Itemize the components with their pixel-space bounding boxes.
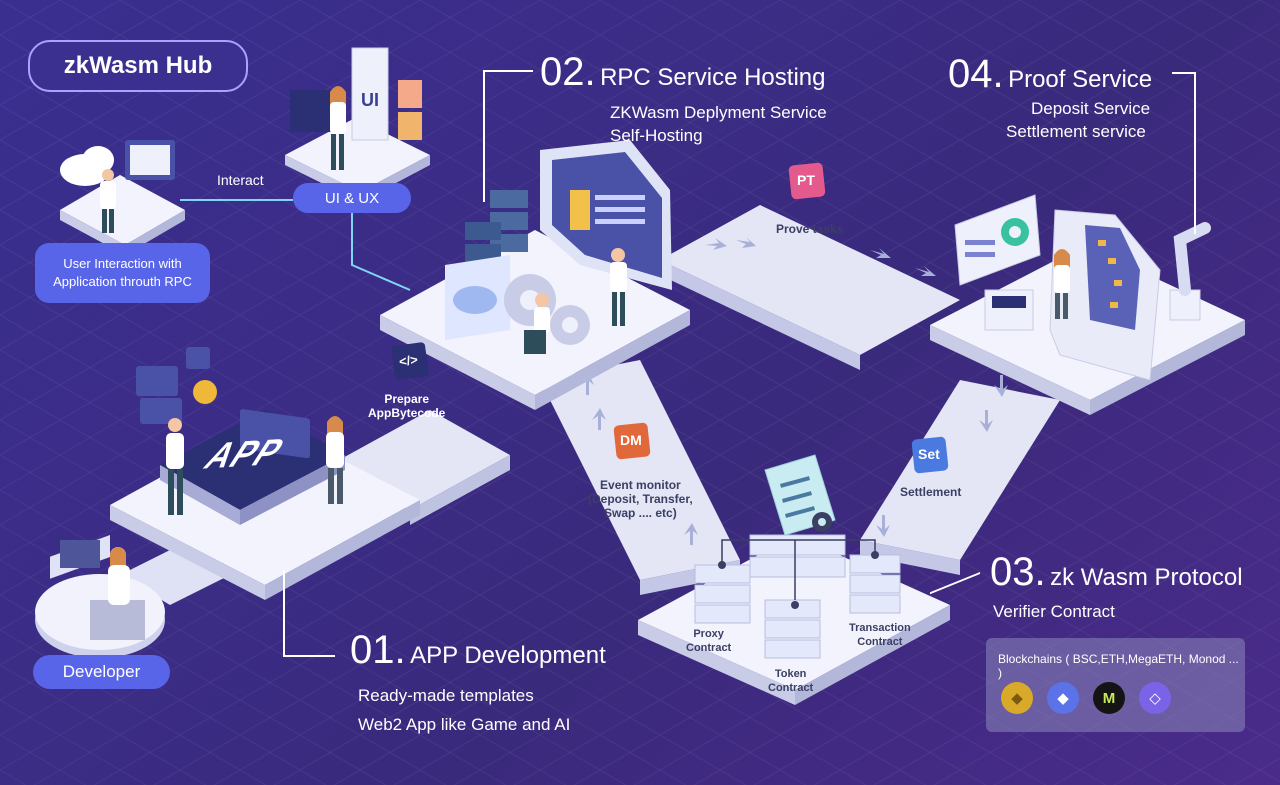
token-line1: Token bbox=[774, 668, 807, 680]
section-01-line2: Web2 App like Game and AI bbox=[358, 715, 571, 734]
prove-tile bbox=[788, 162, 826, 200]
proof-platform bbox=[930, 194, 1245, 415]
prepare-line2: AppBytecode bbox=[368, 406, 446, 420]
section-02-title: RPC Service Hosting bbox=[600, 64, 826, 91]
blockchains-box: Blockchains ( BSC,ETH,MegaETH, Monod ...… bbox=[986, 638, 1245, 732]
section-03-number: 03. bbox=[990, 550, 1046, 594]
section-04-line1: Deposit Service bbox=[1031, 99, 1151, 118]
hub-title-pill: zkWasm Hub bbox=[28, 40, 248, 92]
uiux-connector bbox=[351, 212, 411, 291]
event-line2: (Deposit, Transfer, bbox=[588, 492, 693, 506]
transaction-contract-label: Transaction Contract bbox=[849, 621, 911, 649]
proxy-line2: Contract bbox=[686, 642, 732, 654]
blockchains-title: Blockchains ( BSC,ETH,MegaETH, Monod ...… bbox=[998, 652, 1239, 680]
section-03-title: zk Wasm Protocol bbox=[1050, 564, 1243, 591]
interact-label: Interact bbox=[217, 172, 264, 188]
event-monitor-label: Event monitor (Deposit, Transfer, Swap .… bbox=[588, 478, 693, 520]
section-04-line2: Settlement service bbox=[1006, 122, 1146, 141]
developer-platform bbox=[35, 534, 165, 658]
section-01-heading: 01. APP Development bbox=[350, 628, 606, 673]
section-01-number: 01. bbox=[350, 628, 406, 672]
event-line1: Event monitor bbox=[600, 478, 681, 492]
ui-board-text: UI bbox=[361, 90, 379, 110]
token-contract-label: Token Contract bbox=[768, 667, 813, 695]
proxy-line1: Proxy bbox=[693, 628, 724, 640]
prepare-tile bbox=[391, 342, 429, 380]
eth-icon: ◆ bbox=[1047, 682, 1079, 714]
flow-arrows bbox=[580, 237, 1008, 545]
hub-title: zkWasm Hub bbox=[63, 52, 213, 79]
token-line2: Contract bbox=[768, 682, 814, 694]
transaction-line2: Contract bbox=[857, 636, 903, 648]
event-monitor-icon: DM bbox=[620, 432, 642, 448]
app-platform bbox=[110, 347, 420, 600]
user-interaction-line2: Application throuth RPC bbox=[53, 274, 192, 289]
prepare-line1: Prepare bbox=[384, 392, 430, 406]
road-rpc-to-proof bbox=[660, 205, 960, 370]
user-interaction-pill: User Interaction with Application throut… bbox=[35, 243, 210, 303]
section-02-line1: ZKWasm Deplyment Service bbox=[610, 103, 827, 122]
prepare-label: Prepare AppBytecode bbox=[368, 392, 445, 420]
event-line3: Swap .... etc) bbox=[604, 506, 677, 520]
section-04-title: Proof Service bbox=[1008, 66, 1153, 93]
section-04-number: 04. bbox=[948, 52, 1004, 96]
section-02-number: 02. bbox=[540, 50, 596, 94]
section-03-line1: Verifier Contract bbox=[993, 602, 1115, 621]
section-02-bracket bbox=[483, 70, 533, 202]
event-tile bbox=[613, 422, 651, 460]
settlement-label: Settlement bbox=[900, 485, 962, 499]
section-02-line2: Self-Hosting bbox=[610, 126, 703, 145]
prepare-code-icon: </> bbox=[398, 351, 419, 370]
rpc-platform bbox=[380, 140, 690, 410]
section-02-heading: 02. RPC Service Hosting bbox=[540, 50, 825, 95]
developer-label: Developer bbox=[62, 662, 141, 681]
settlement-tile bbox=[911, 436, 949, 474]
settlement-icon: Set bbox=[918, 446, 940, 462]
road-proof-to-protocol bbox=[860, 380, 1060, 575]
section-01-line1: Ready-made templates bbox=[358, 686, 534, 705]
user-interaction-line1: User Interaction with bbox=[63, 256, 182, 271]
uiux-label: UI & UX bbox=[324, 189, 380, 207]
monad-icon: ◇ bbox=[1139, 682, 1171, 714]
developer-pill: Developer bbox=[33, 655, 170, 689]
prove-tasks-icon: PT bbox=[797, 172, 815, 188]
section-01-title: APP Development bbox=[410, 642, 606, 669]
transaction-line1: Transaction bbox=[849, 622, 911, 634]
bsc-icon: ◆ bbox=[1001, 682, 1033, 714]
section-04-heading: 04. Proof Service bbox=[948, 52, 1152, 97]
section-01-bracket bbox=[283, 570, 335, 657]
prove-tasks-label: Prove tasks bbox=[776, 222, 844, 236]
protocol-platform bbox=[638, 454, 950, 705]
section-04-bracket bbox=[1172, 72, 1196, 234]
section-03-heading: 03. zk Wasm Protocol bbox=[990, 550, 1243, 595]
uiux-pill: UI & UX bbox=[293, 183, 411, 213]
proxy-contract-label: Proxy Contract bbox=[686, 627, 731, 655]
megaeth-icon: M bbox=[1093, 682, 1125, 714]
